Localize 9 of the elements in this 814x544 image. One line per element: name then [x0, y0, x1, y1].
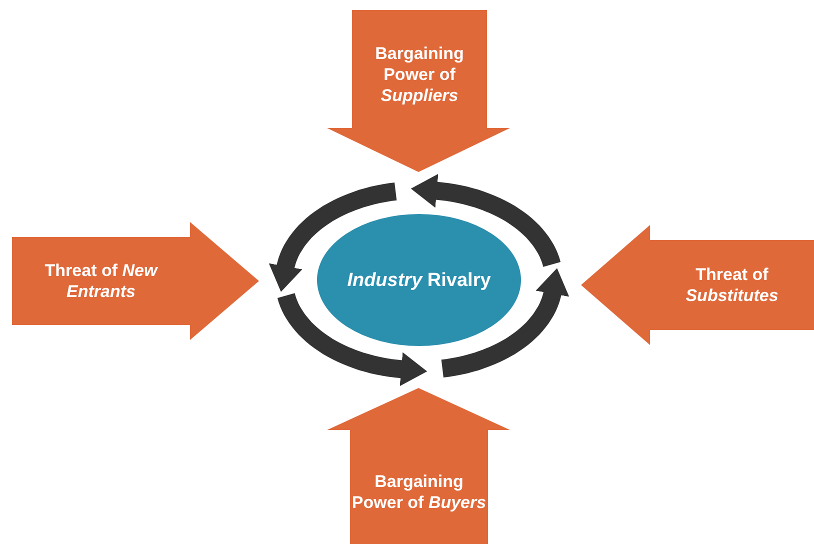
block-arrow [327, 10, 510, 172]
block-arrow [327, 388, 510, 544]
circle-label: Industry Rivalry [347, 270, 491, 290]
arrow-label: Bargaining Power of Buyers [350, 471, 488, 513]
arrow-label: Threat of New Entrants [44, 260, 159, 302]
block-arrow [12, 222, 259, 340]
block-arrow [581, 225, 814, 345]
arrow-label: Bargaining Power of Suppliers [374, 42, 465, 106]
arrow-label: Threat of Substitutes [684, 264, 780, 306]
